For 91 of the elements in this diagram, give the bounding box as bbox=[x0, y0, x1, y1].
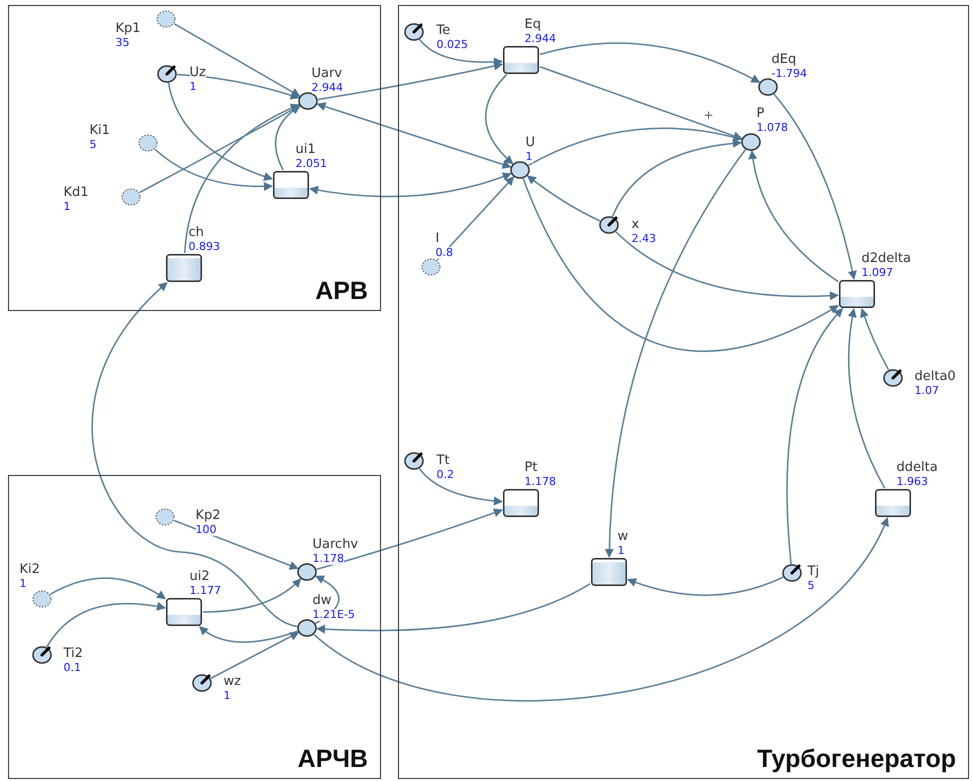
variable-name: Uarchv bbox=[312, 538, 358, 552]
variable-name: Eq bbox=[524, 18, 541, 32]
variable-value: 1.177 bbox=[190, 584, 221, 596]
variable-name: Kp1 bbox=[116, 22, 141, 36]
arrow bbox=[436, 176, 514, 261]
variable-name: ddelta bbox=[896, 460, 938, 474]
arrow bbox=[773, 94, 857, 280]
arrow bbox=[174, 23, 300, 97]
variable-value: 1.178 bbox=[524, 476, 556, 488]
variable-value: -1.794 bbox=[772, 68, 807, 80]
variable-name: Kp2 bbox=[196, 508, 221, 522]
variable-value: 1 bbox=[20, 578, 26, 590]
variable-value: 1.21E-5 bbox=[312, 608, 355, 620]
arrow bbox=[139, 105, 300, 194]
variable-value: 1.178 bbox=[312, 552, 344, 564]
arrow bbox=[848, 308, 886, 488]
edge-label: + bbox=[703, 108, 714, 121]
panel-title: АРВ bbox=[315, 277, 368, 306]
arrow bbox=[50, 578, 166, 600]
arrow bbox=[168, 82, 273, 181]
arrow bbox=[612, 139, 742, 217]
group-panel bbox=[398, 5, 969, 779]
arrow bbox=[274, 106, 301, 170]
variable-value: 0.2 bbox=[436, 468, 454, 480]
variable-value: 2.43 bbox=[632, 232, 656, 244]
arrow bbox=[184, 104, 300, 254]
arrow bbox=[154, 148, 273, 191]
variable-value: 35 bbox=[116, 36, 130, 48]
variable-value: 100 bbox=[196, 524, 216, 536]
arrow bbox=[485, 74, 514, 164]
arrow bbox=[316, 102, 512, 169]
variable-value: 1.078 bbox=[756, 122, 788, 134]
variable-value: 1.963 bbox=[896, 476, 928, 488]
variable-name: d2delta bbox=[862, 252, 911, 266]
arrow bbox=[748, 150, 839, 282]
arrow bbox=[419, 38, 503, 66]
variable-value: 1 bbox=[618, 544, 624, 556]
variable-name: ui1 bbox=[296, 142, 316, 156]
variable-name: ui2 bbox=[190, 570, 210, 584]
variable-value: 1 bbox=[190, 80, 196, 92]
variable-value: 5 bbox=[90, 138, 96, 150]
arrow bbox=[176, 74, 300, 100]
arrow bbox=[210, 632, 300, 680]
arrow bbox=[202, 578, 302, 613]
arrow bbox=[540, 42, 760, 83]
variable-value: 1.07 bbox=[914, 384, 939, 396]
variable-name: ch bbox=[188, 226, 204, 240]
variable-value: 1.097 bbox=[862, 266, 893, 278]
arrow bbox=[627, 576, 784, 596]
arrow bbox=[526, 175, 600, 222]
arrow bbox=[314, 517, 888, 702]
variable-value: 0.1 bbox=[64, 662, 81, 674]
variable-name: Te bbox=[436, 24, 450, 38]
arrow bbox=[540, 66, 743, 140]
arrow bbox=[309, 172, 512, 198]
arrow bbox=[318, 62, 503, 100]
arrow bbox=[418, 468, 503, 506]
group-panel bbox=[8, 475, 381, 779]
arrow bbox=[522, 178, 839, 352]
variable-value: 2.051 bbox=[296, 158, 327, 170]
arrow bbox=[615, 231, 839, 300]
variable-value: 5 bbox=[808, 580, 814, 592]
variable-name: Kd1 bbox=[64, 186, 89, 200]
variable-name: delta0 bbox=[914, 370, 956, 384]
group-panel bbox=[8, 5, 381, 311]
variable-name: Uarv bbox=[312, 66, 342, 80]
variable-value: 0.025 bbox=[436, 38, 468, 50]
variable-name: Tj bbox=[808, 564, 820, 578]
arrow bbox=[316, 583, 591, 634]
variable-value: 2.944 bbox=[524, 32, 556, 44]
panel-title: Турбогенератор bbox=[757, 745, 956, 774]
variable-value: 1 bbox=[64, 200, 70, 212]
variable-value: 2.944 bbox=[312, 82, 343, 94]
variable-name: U bbox=[526, 136, 536, 150]
arrow bbox=[199, 626, 298, 643]
arrow bbox=[860, 308, 890, 370]
arrow bbox=[786, 308, 844, 564]
variable-value: 1 bbox=[224, 690, 230, 702]
arrow bbox=[174, 520, 299, 570]
arrow bbox=[316, 508, 503, 570]
variable-value: 0.893 bbox=[188, 240, 220, 252]
panel-title: АРЧВ bbox=[298, 745, 368, 774]
variable-value: 0.8 bbox=[436, 246, 453, 258]
variable-value: 1 bbox=[526, 150, 532, 162]
variable-name: dEq bbox=[772, 52, 796, 66]
arrow bbox=[528, 128, 742, 166]
arrow bbox=[92, 282, 298, 628]
variable-name: Uz bbox=[190, 66, 206, 80]
arrow bbox=[46, 602, 166, 648]
arrow bbox=[604, 149, 746, 558]
variable-name: dw bbox=[312, 594, 332, 608]
